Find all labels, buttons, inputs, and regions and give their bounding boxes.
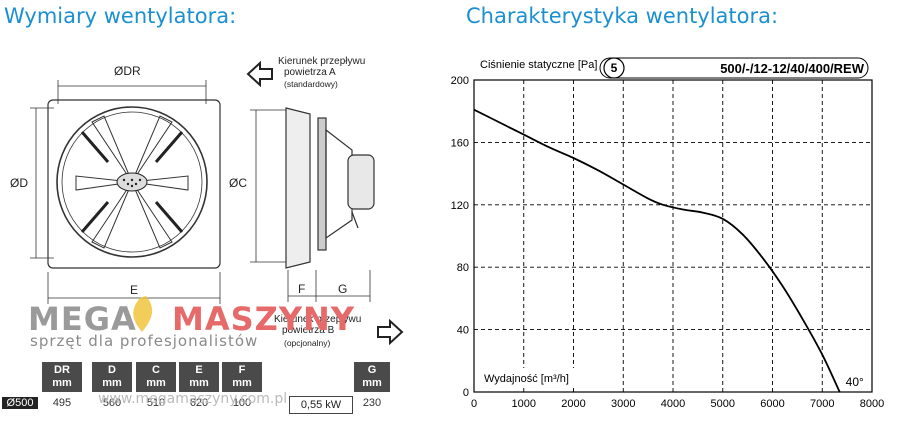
dim-c-line: [250, 109, 286, 263]
dim-dr-label: ØDR: [114, 64, 141, 78]
x-tick-label: 8000: [860, 398, 884, 410]
flow-b-line3: (opcjonalny): [284, 338, 331, 348]
table-model-size: Ø500: [2, 397, 38, 409]
flow-a-line3: (standardowy): [284, 79, 338, 89]
table-value-f: 100: [232, 397, 252, 409]
dim-f-label: F: [298, 282, 306, 296]
flow-b-line2: powietrza B: [282, 325, 335, 336]
curve-number-label: 5: [611, 61, 618, 75]
dim-e-line: [47, 272, 221, 304]
dim-e-label: E: [130, 283, 139, 297]
table-value-dr: 495: [52, 397, 72, 409]
flow-a-arrow-icon: [246, 60, 273, 88]
table-power-value: 0,55 kW: [289, 396, 353, 414]
hub-pattern: [122, 178, 142, 188]
dim-d-label: ØD: [10, 176, 28, 190]
x-tick-label: 1000: [512, 398, 536, 410]
flow-a-line1: Kierunek przepływu: [278, 56, 366, 67]
table-value-c: 510: [146, 397, 166, 409]
watermark-maszyny: MASZYNY: [172, 300, 355, 338]
table-value-d: 560: [102, 397, 122, 409]
dim-dr-line: [57, 80, 207, 104]
flow-b-line1: Kierunek przepływu: [274, 314, 362, 325]
x-tick-label: 3000: [611, 398, 635, 410]
y-axis-label: Ciśnienie statyczne [Pa]: [480, 59, 597, 71]
y-tick-label: 160: [451, 137, 469, 149]
dim-d-line: [30, 107, 54, 259]
x-axis-label: Wydajność [m³/h]: [484, 373, 569, 385]
x-tick-label: 7000: [810, 398, 834, 410]
x-tick-label: 2000: [561, 398, 585, 410]
watermark-url: www.megamaszyny.com.pl: [98, 391, 288, 407]
x-tick-label: 4000: [661, 398, 685, 410]
watermark-flame-icon: [133, 296, 153, 332]
left-panel-title: Wymiary wentylatora:: [4, 4, 237, 28]
guard-bars: [80, 131, 184, 233]
fan-ring-inner: [61, 111, 203, 253]
dim-c-label: ØC: [229, 176, 247, 190]
y-tick-label: 40: [457, 325, 469, 337]
curve-number-circle: [603, 57, 625, 79]
x-label-bg: [480, 368, 590, 386]
fan-hub: [116, 172, 148, 192]
y-tick-label: 0: [463, 387, 469, 399]
x-tick-label: 5000: [711, 398, 735, 410]
fan-curve-series: [473, 108, 841, 393]
fan-blades: [75, 115, 189, 249]
table-value-g: 230: [362, 397, 382, 409]
y-tick-label: 200: [451, 75, 469, 87]
watermark-subtitle: sprzęt dla profesjonalistów: [30, 332, 259, 350]
flow-b-arrow-icon: [377, 318, 404, 346]
angle-label: 40°: [846, 375, 864, 389]
right-panel-title: Charakterystyka wentylatora:: [466, 4, 779, 28]
table-value-e: 620: [189, 397, 209, 409]
fan-ring-outer: [56, 106, 208, 258]
x-tick-label: 6000: [760, 398, 784, 410]
model-label-box: [599, 57, 869, 79]
y-tick-label: 80: [457, 262, 469, 274]
model-label: 500/-/12-12/40/400/REW: [720, 61, 865, 76]
dim-fg-line: [287, 270, 371, 302]
side-view: [285, 107, 375, 269]
x-tick-label: 0: [471, 398, 477, 410]
flow-a-line2: powietrza A: [284, 67, 336, 78]
y-tick-label: 120: [451, 200, 469, 212]
watermark-mega: MEGA: [28, 300, 137, 338]
front-plate: [47, 99, 221, 269]
dim-g-label: G: [338, 282, 348, 296]
